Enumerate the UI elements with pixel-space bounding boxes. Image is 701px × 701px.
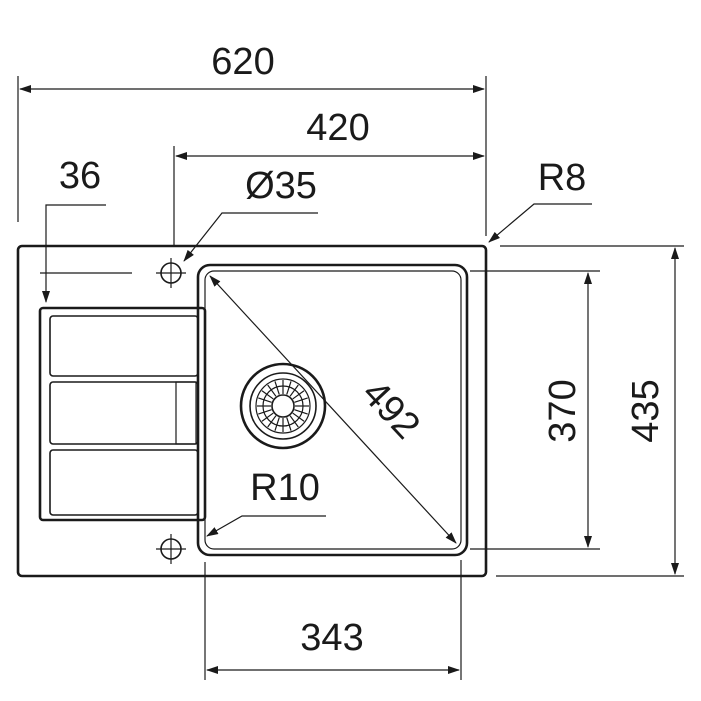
strainer-spoke <box>274 417 280 431</box>
overall-width-label: 620 <box>211 41 274 83</box>
strainer-spoke <box>286 381 292 395</box>
left-margin-label: 36 <box>59 155 101 197</box>
bowl-offset-width-dimension: 420 <box>173 107 485 245</box>
strainer-spoke <box>289 415 299 428</box>
bowl-offset-width-label: 420 <box>306 107 369 149</box>
strainer-waste-icon <box>239 362 327 450</box>
drainer-step <box>175 381 197 445</box>
drainer-area <box>38 306 207 522</box>
left-margin-dimension: 36 <box>40 155 132 303</box>
drainer-rib-2 <box>49 381 199 445</box>
strainer-spoke <box>261 412 274 422</box>
bowl-width-label: 343 <box>300 617 363 659</box>
outer-radius-dimension: R8 <box>488 157 592 243</box>
strainer-spoke <box>261 390 274 400</box>
strainer-spoke <box>286 417 292 431</box>
overall-depth-dimension: 435 <box>496 245 684 577</box>
inner-radius-dimension: R10 <box>206 467 326 537</box>
tap-hole-label: Ø35 <box>245 165 317 207</box>
strainer-spoke <box>267 384 277 397</box>
bowl-diagonal-label: 492 <box>354 372 428 447</box>
drainer-rib-1 <box>49 315 199 377</box>
outer-radius-label: R8 <box>538 157 587 199</box>
diagonal-dimension-line <box>209 275 457 544</box>
strainer-spoke <box>292 390 305 400</box>
main-bowl <box>196 263 469 557</box>
strainer-spoke <box>258 409 272 415</box>
strainer-spoke <box>267 415 277 428</box>
inner-radius-label: R10 <box>250 467 320 509</box>
strainer-spoke <box>289 384 299 397</box>
strainer-spoke <box>274 381 280 395</box>
drainer-frame <box>38 306 207 522</box>
overall-width-dimension: 620 <box>17 41 487 236</box>
strainer-spoke <box>294 409 308 415</box>
strainer-spoke <box>294 397 308 403</box>
bowl-width-dimension: 343 <box>204 560 462 680</box>
sink-outer-edge <box>16 244 488 578</box>
bowl-depth-label: 370 <box>542 379 584 442</box>
strainer-spoke <box>292 412 305 422</box>
tap-hole-dimension: Ø35 <box>183 165 318 262</box>
overall-depth-label: 435 <box>625 379 667 442</box>
bowl-depth-dimension: 370 <box>470 270 600 550</box>
drainer-rib-3 <box>49 449 199 516</box>
strainer-spoke <box>258 397 272 403</box>
sink-outline <box>16 244 488 578</box>
crosshair-circle-icon <box>156 534 186 564</box>
crosshair-circle-icon <box>156 258 186 288</box>
